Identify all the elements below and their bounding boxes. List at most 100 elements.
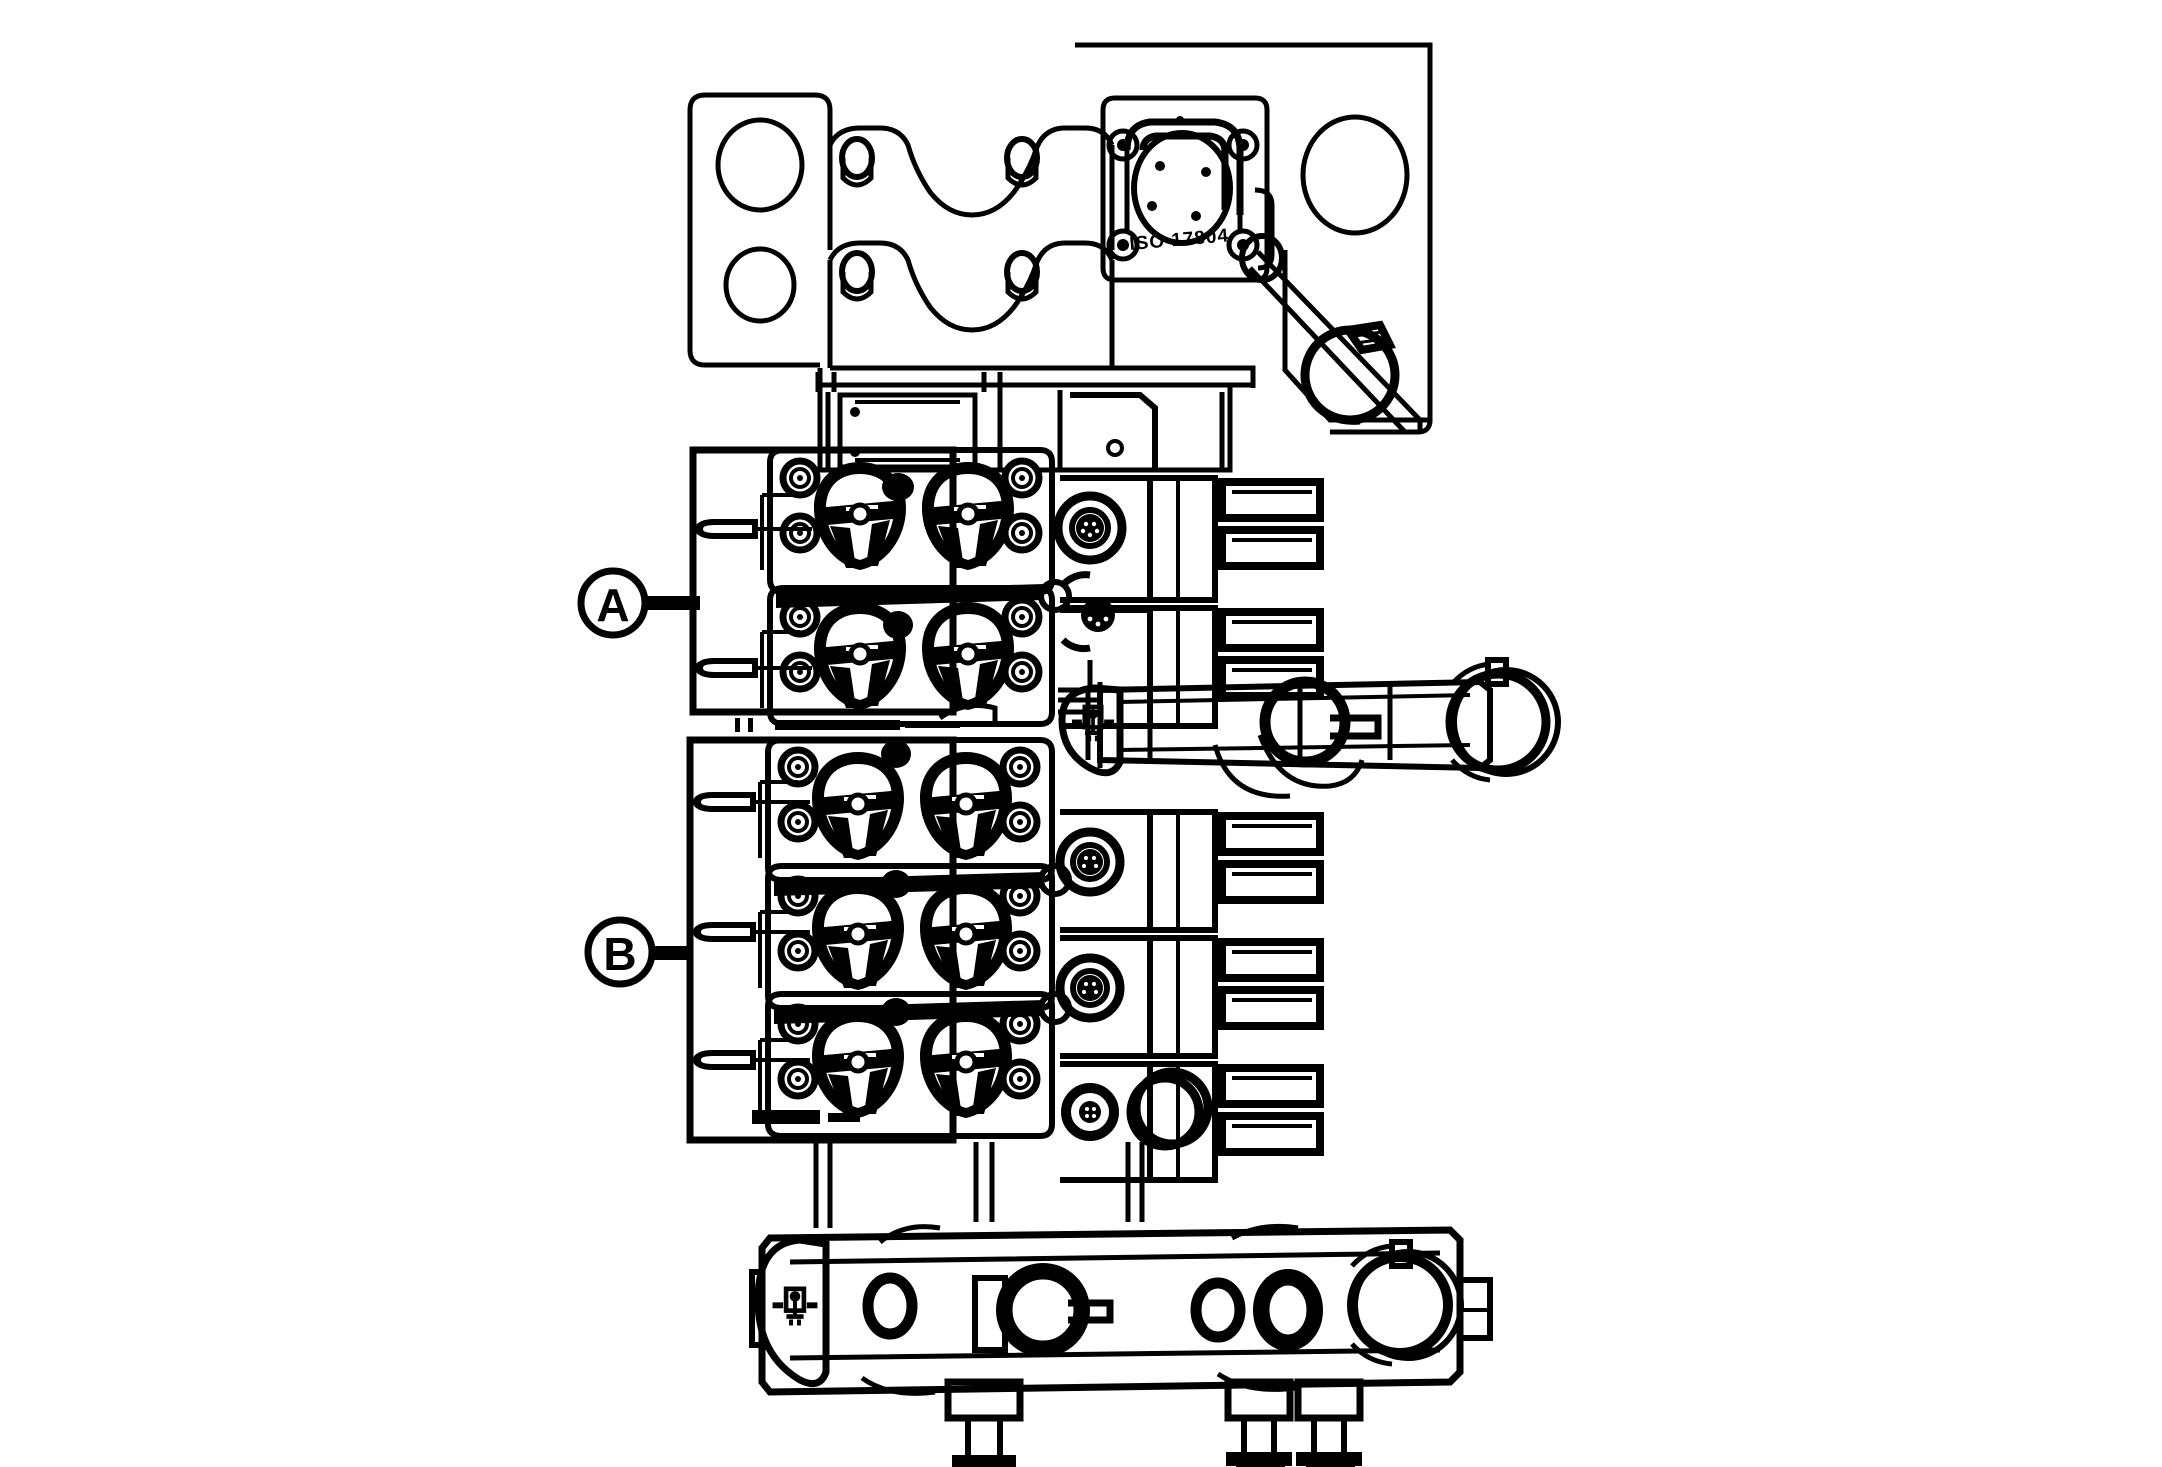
tube-right xyxy=(1125,1142,1145,1222)
port-arc-upper-2b xyxy=(1060,637,1091,653)
spool-housing-lower2 xyxy=(1060,935,1153,1059)
bottom-bar-inner-lines xyxy=(789,1250,1441,1361)
coupler-b2-pivot-bl xyxy=(781,934,815,968)
group-b-couplers xyxy=(693,740,1044,1118)
connector-screw-bl-head xyxy=(1117,239,1129,251)
coupler-a1-pivot-tr xyxy=(1005,461,1039,495)
coupler-b3-pivot-br xyxy=(1003,1062,1037,1096)
upper-body-panel-left xyxy=(837,392,978,470)
hex-socket-lower-1 xyxy=(1077,849,1103,875)
top-bracket-assembly: ISO 17804 xyxy=(687,42,1433,435)
spool-lever-l1[interactable] xyxy=(1218,812,1324,856)
mid-bar-ribs xyxy=(1147,685,1393,760)
coupler-b1-pivot-br xyxy=(1003,805,1037,839)
port-extra-2 xyxy=(1131,1067,1213,1149)
stub-fitting-a xyxy=(938,703,998,726)
tube-top-stub-2 xyxy=(981,372,1003,392)
small-boss-b xyxy=(1038,991,1072,1025)
coupler-b1-pivot-tl xyxy=(781,750,815,784)
connector-screw-tr xyxy=(1226,128,1260,162)
spool-lever-l2[interactable] xyxy=(1218,860,1324,904)
spool-housing-lower1 xyxy=(1060,809,1153,933)
dimension-marks-a xyxy=(735,718,960,732)
coupler-a1-internal-line xyxy=(755,493,812,570)
coupler-row-a2 xyxy=(695,600,1039,710)
coupler-b2-internal-line xyxy=(753,910,810,988)
vertical-connection-tubes xyxy=(813,372,1145,1228)
coupler-a1-pivot-br xyxy=(1005,516,1039,550)
coupler-row-a1 xyxy=(695,461,1039,570)
connector-bail-clip-inner xyxy=(1139,132,1229,210)
callout-b-leader xyxy=(652,946,690,960)
mid-bar-inner-lines xyxy=(1119,693,1471,752)
upper-body-ribs xyxy=(997,390,1063,470)
bracket-lower-rail xyxy=(830,365,1256,388)
group-a-couplers xyxy=(695,461,1044,710)
spool-levers-lower[interactable] xyxy=(1218,812,1324,1156)
tube-mid xyxy=(973,1142,995,1222)
port-extra-1 xyxy=(1061,1083,1119,1141)
callout-b[interactable]: B xyxy=(584,916,690,988)
connector-pin-2 xyxy=(1201,167,1211,177)
bottom-bar-port-2-tab xyxy=(1068,1299,1114,1324)
connector-pin-5 xyxy=(1176,116,1184,124)
spool-lever-highlight-upper xyxy=(1232,490,1312,672)
spool-lever-l4[interactable] xyxy=(1218,986,1324,1030)
bracket-right-plate-outline xyxy=(1075,42,1433,423)
connector-pin-4 xyxy=(1191,211,1201,221)
connector-pin-3 xyxy=(1147,201,1157,211)
valve-divider-b1 xyxy=(774,872,1044,896)
port-ring-upper-1 xyxy=(1053,491,1127,565)
coupler-b3-pivot-bl xyxy=(781,1062,815,1096)
spool-lever-l3[interactable] xyxy=(1218,938,1324,982)
bottom-bar-left-cap xyxy=(754,1236,830,1388)
bottom-bar-port-1 xyxy=(862,1272,918,1340)
lower-left-ports xyxy=(1061,1067,1213,1149)
spool-lever-u2[interactable] xyxy=(1218,526,1324,570)
bracket-diagonal-strut xyxy=(1256,250,1423,432)
bracket-left-plate-bottom xyxy=(687,110,820,368)
mid-bar-underline-2 xyxy=(1212,744,1291,799)
bottom-bar-saddle-2 xyxy=(1230,1223,1299,1241)
valve-divider-a xyxy=(776,584,1044,608)
spool-housing-upper-mid xyxy=(1150,475,1218,603)
dimension-marks-b xyxy=(752,1110,860,1124)
callout-a[interactable]: A xyxy=(577,567,700,639)
hose-clamp-ring xyxy=(1300,320,1400,425)
valve-body-b-row3 xyxy=(765,991,1055,1139)
coupler-b3-internal-line xyxy=(753,1038,810,1116)
upper-body-bolt-1 xyxy=(850,407,860,417)
upper-body-inner-edges xyxy=(825,392,1225,470)
port-inner-lower-2 xyxy=(1070,968,1110,1008)
small-boss-b2 xyxy=(1038,863,1072,897)
drain-fitting-3 xyxy=(1294,1378,1364,1467)
port-ring-lower-1 xyxy=(1055,827,1125,897)
spool-lever-u1[interactable] xyxy=(1218,478,1324,522)
spool-housing-upper2-left xyxy=(1060,605,1153,729)
bottom-manifold-bar xyxy=(749,1223,1493,1396)
bottom-bar-port-2-outer xyxy=(996,1263,1090,1357)
callout-a-label: A xyxy=(596,579,629,631)
coupler-a2-center-cap xyxy=(883,611,913,639)
small-boss-a xyxy=(1038,579,1072,613)
coupler-a1-center-cap xyxy=(882,473,914,501)
connector-screw-tr-head xyxy=(1237,139,1249,151)
spool-lever-u3[interactable] xyxy=(1218,608,1324,652)
bottom-bar-port-4 xyxy=(1258,1274,1318,1346)
callout-b-label: B xyxy=(603,928,636,980)
spool-lever-l6[interactable] xyxy=(1218,1112,1324,1156)
bottom-bar-hose-clamp xyxy=(1347,1239,1493,1367)
coupler-b1-internal-line xyxy=(753,780,810,858)
bottom-bar-port-4-outer xyxy=(1253,1269,1323,1351)
bracket-hole-right-upper xyxy=(1300,114,1410,236)
upper-body-panel-lines xyxy=(855,400,960,462)
spool-lever-l5[interactable] xyxy=(1218,1064,1324,1108)
bracket-hole-left-lower xyxy=(723,246,797,324)
drain-fitting-1 xyxy=(944,1378,1024,1467)
valve-divider-b2 xyxy=(774,1000,1044,1024)
spool-housing-lower3-mid xyxy=(1150,1061,1218,1183)
bracket-pivot-boss xyxy=(1239,233,1285,283)
mid-bar-underline-1 xyxy=(1257,734,1365,789)
